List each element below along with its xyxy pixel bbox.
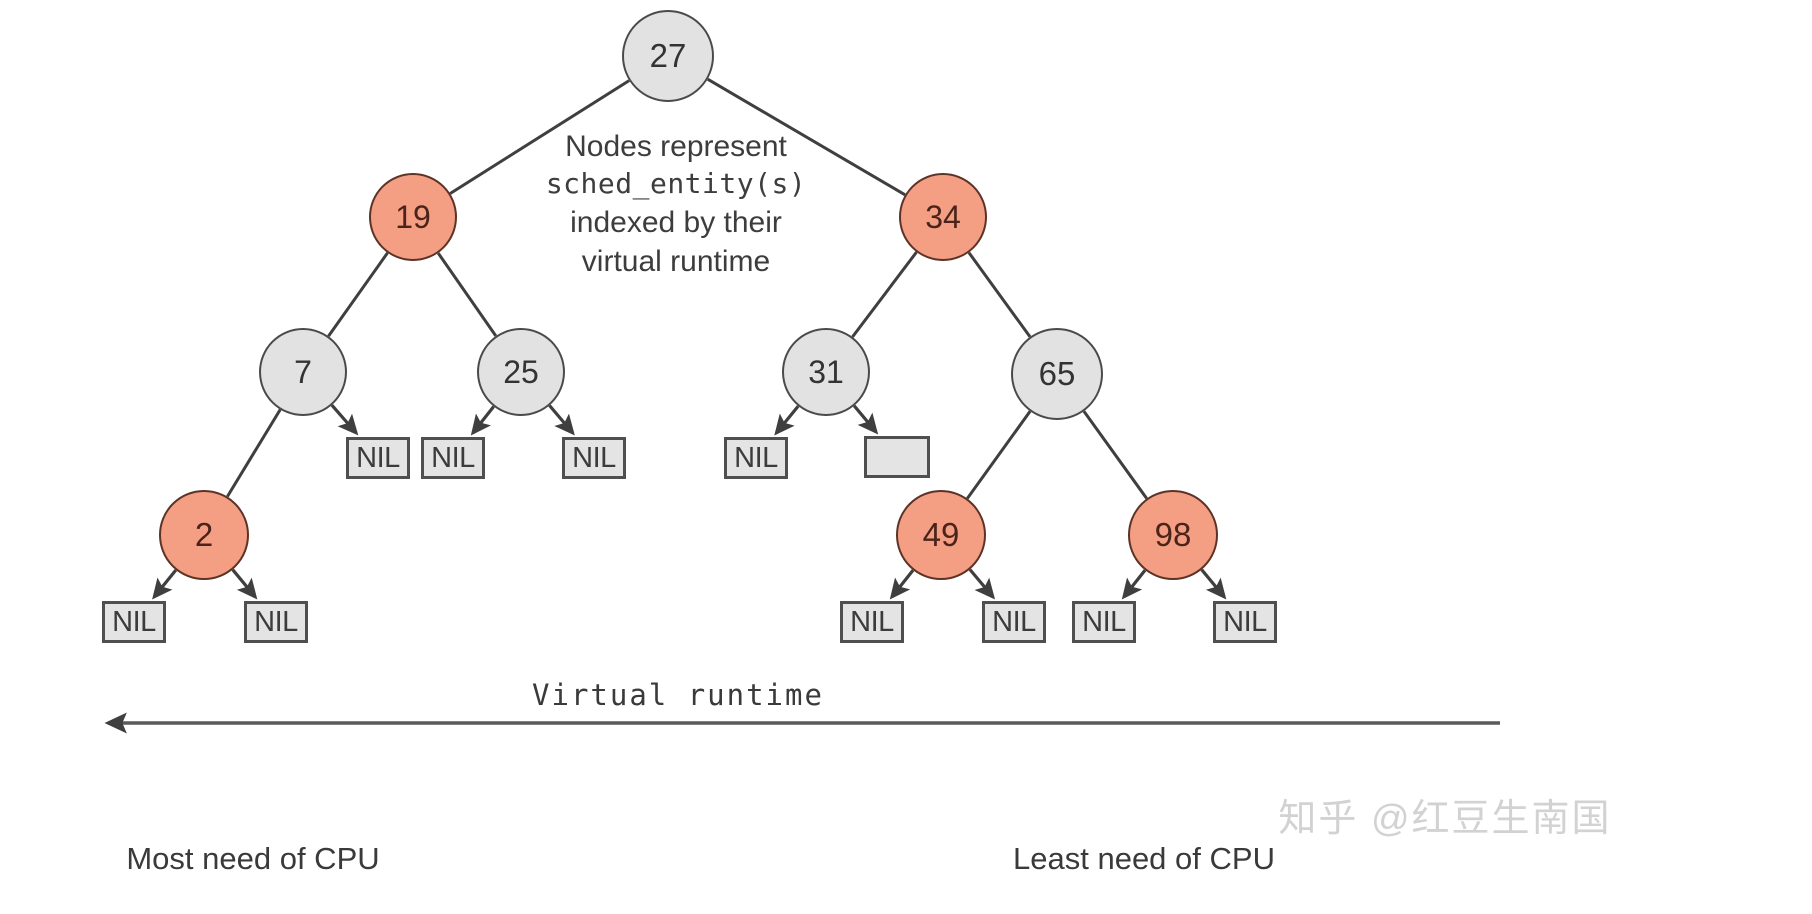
tree-node-19: 19 — [369, 173, 457, 261]
caption-line-2-code: sched_entity(s) — [545, 167, 807, 201]
tree-node-2: 2 — [159, 490, 249, 580]
tree-edge — [548, 404, 575, 436]
caption-line-1: Nodes represent — [565, 130, 787, 164]
watermark: 知乎 @红豆生南国 — [1278, 797, 1612, 840]
tree-edge — [231, 568, 258, 600]
tree-edge — [152, 569, 178, 600]
nil-leaf-box: NIL — [562, 437, 626, 479]
tree-node-27: 27 — [622, 10, 714, 102]
nil-leaf-box: NIL — [724, 437, 788, 479]
tree-edge — [470, 405, 495, 436]
empty-leaf-box — [864, 436, 930, 478]
tree-edge — [851, 251, 918, 338]
caption-line-4: virtual runtime — [581, 244, 771, 278]
tree-node-98: 98 — [1128, 490, 1218, 580]
axis-title: Virtual runtime — [532, 678, 824, 712]
diagram-caption: Nodes represent sched_entity(s) indexed … — [546, 127, 806, 280]
tree-edge — [1121, 569, 1147, 600]
nil-leaf-box: NIL — [840, 601, 904, 643]
nil-leaf-box: NIL — [421, 437, 485, 479]
nil-leaf-box: NIL — [1213, 601, 1277, 643]
tree-edge — [226, 408, 282, 498]
nil-leaf-box: NIL — [982, 601, 1046, 643]
tree-node-31: 31 — [782, 328, 870, 416]
axis-right-label: Least need of CPU — [1013, 841, 1275, 876]
tree-edge — [327, 252, 389, 337]
tree-node-49: 49 — [896, 490, 986, 580]
tree-edge — [330, 404, 359, 436]
nil-leaf-box: NIL — [102, 601, 166, 643]
tree-node-65: 65 — [1011, 328, 1103, 420]
tree-node-34: 34 — [899, 173, 987, 261]
tree-node-25: 25 — [477, 328, 565, 416]
tree-edge — [436, 252, 498, 337]
tree-edge — [889, 569, 915, 600]
axis-left-label: Most need of CPU — [126, 841, 380, 876]
nil-leaf-box: NIL — [346, 437, 410, 479]
tree-node-7: 7 — [259, 328, 347, 416]
nil-leaf-box: NIL — [1072, 601, 1136, 643]
nil-leaf-box: NIL — [244, 601, 308, 643]
tree-edge — [1200, 568, 1227, 600]
tree-edge — [967, 251, 1032, 338]
caption-line-3: indexed by their — [570, 205, 782, 239]
tree-edge — [852, 404, 879, 435]
tree-edge — [966, 410, 1032, 500]
tree-edge — [1082, 410, 1148, 500]
tree-edge — [774, 405, 800, 436]
tree-edge — [968, 568, 996, 600]
